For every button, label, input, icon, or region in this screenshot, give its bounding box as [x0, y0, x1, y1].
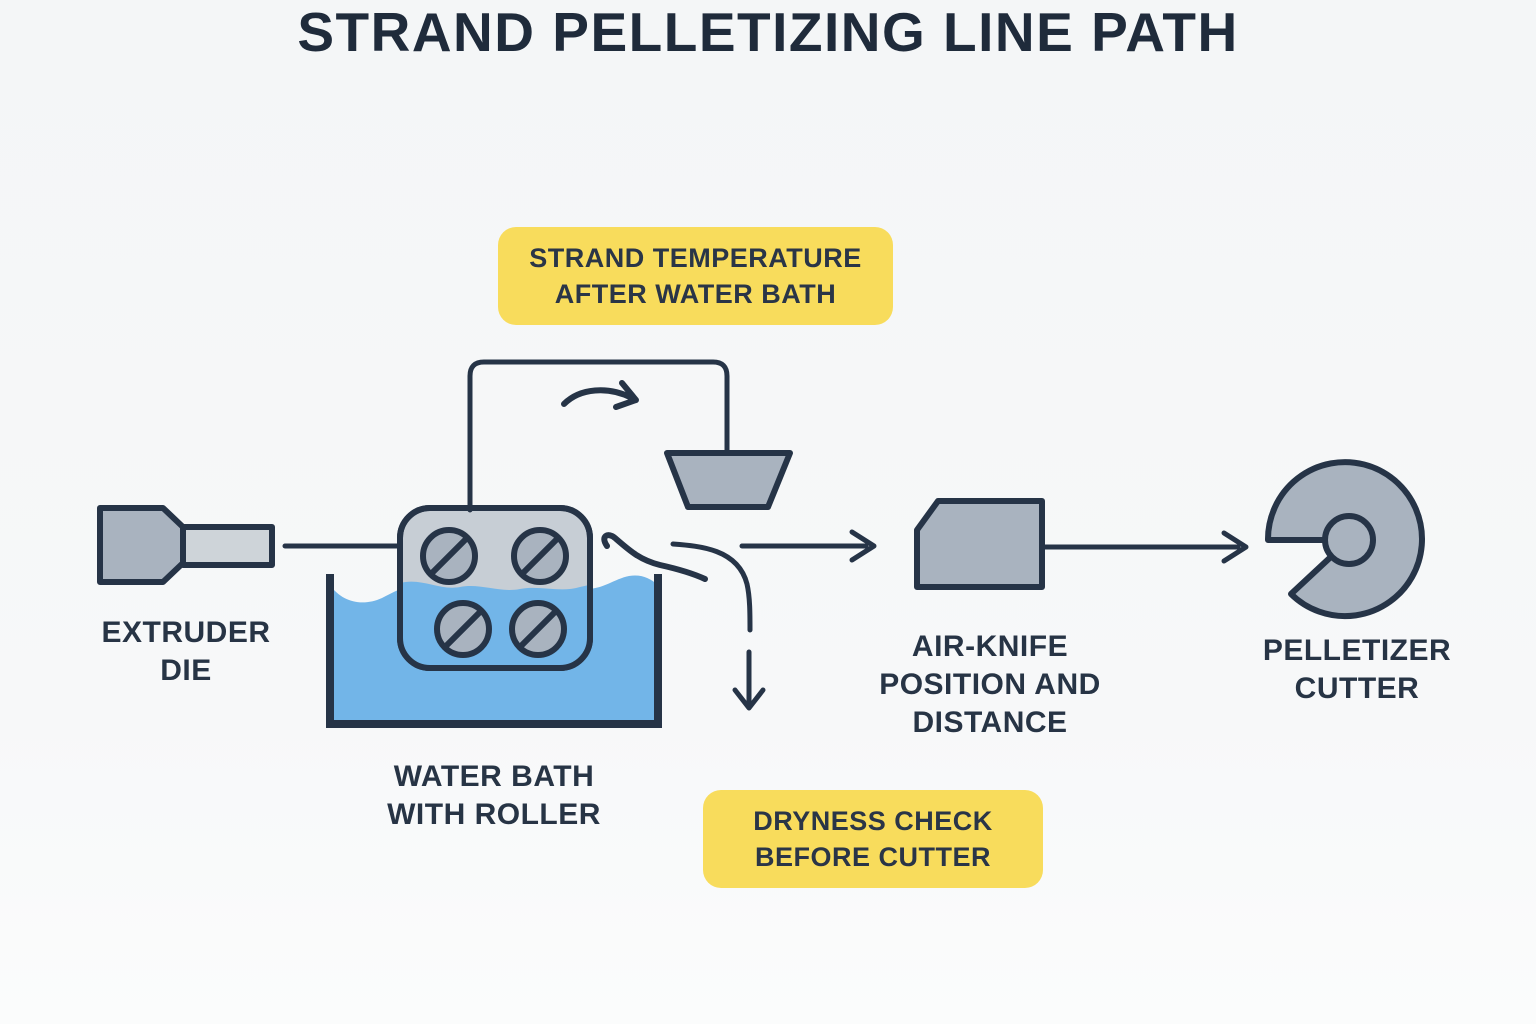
- label-extruder-die: EXTRUDER DIE: [101, 616, 271, 687]
- roller-icon: [434, 600, 492, 658]
- label-air-knife: AIR-KNIFE POSITION AND DISTANCE: [879, 630, 1101, 739]
- pelletizer-cutter-icon: [1264, 459, 1425, 620]
- callout-strand-temperature: STRAND TEMPERATURE AFTER WATER BATH: [498, 227, 893, 325]
- callout-line: BEFORE CUTTER: [755, 842, 991, 872]
- callout-line: AFTER WATER BATH: [554, 279, 837, 309]
- roller-icon: [509, 600, 567, 658]
- funnel-icon: [664, 450, 793, 510]
- roller-icon: [420, 527, 478, 585]
- roller-assembly-icon: [397, 505, 593, 671]
- callout-dryness-check: DRYNESS CHECK BEFORE CUTTER: [703, 790, 1043, 888]
- arrow-down-icon: [732, 649, 766, 711]
- arrow-right-icon: [1039, 530, 1249, 564]
- extruder-body: [97, 505, 186, 585]
- arrow-right-icon: [739, 529, 877, 563]
- extruder-die-icon: [97, 505, 275, 585]
- strand-squiggle-line: [601, 532, 708, 582]
- cutter-hub: [1322, 513, 1376, 567]
- label-pelletizer-cutter: PELLETIZER CUTTER: [1262, 634, 1452, 705]
- air-knife-icon: [914, 498, 1045, 590]
- strand-down-curve: [670, 541, 753, 633]
- callout-line: STRAND TEMPERATURE: [529, 243, 862, 273]
- roller-housing-outline: [397, 505, 593, 671]
- callout-line: DRYNESS CHECK: [753, 806, 993, 836]
- page-title: STRAND PELLETIZING LINE PATH: [297, 1, 1239, 63]
- probe-connector-line: [467, 359, 730, 513]
- rotation-arrow-icon: [561, 380, 639, 410]
- extruder-nozzle: [180, 524, 275, 568]
- label-water-bath: WATER BATH WITH ROLLER: [387, 760, 601, 831]
- tank-outline: [326, 574, 662, 728]
- roller-icon: [511, 527, 569, 585]
